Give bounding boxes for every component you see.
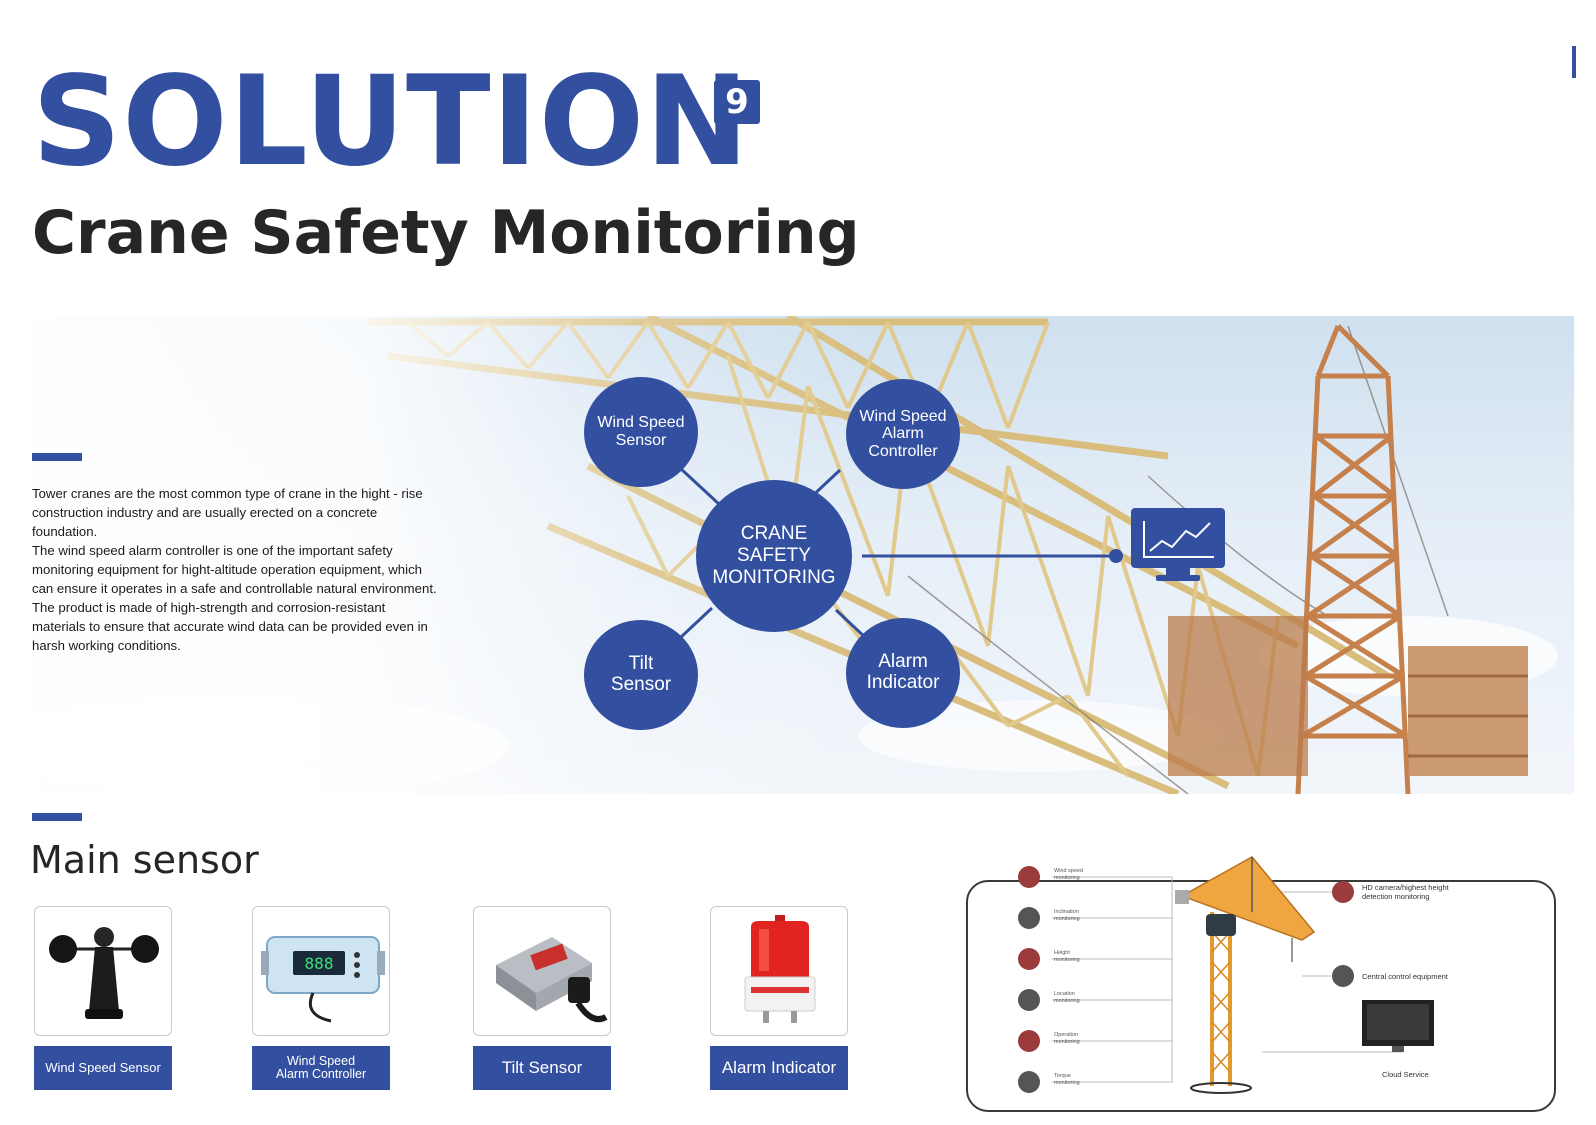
intro-accent-bar: [32, 453, 82, 461]
hub-node-tilt-sensor: Tilt Sensor: [584, 620, 698, 730]
solution-number-badge: 9: [714, 80, 760, 124]
diagram-label-wind-speed: Wind speed monitoring: [1054, 868, 1084, 881]
hub-node-wind-speed-alarm-controller: Wind Speed Alarm Controller: [846, 379, 960, 489]
diagram-label-location: Location monitoring: [1054, 991, 1080, 1004]
product-label-wind-speed-sensor: Wind Speed Sensor: [34, 1046, 172, 1090]
location-monitoring-icon: [1018, 989, 1040, 1011]
product-card-wind-speed-alarm-controller: 888: [252, 906, 390, 1036]
svg-text:888: 888: [305, 954, 334, 973]
product-card-wind-speed-sensor: [34, 906, 172, 1036]
brand-heading: SOLUTION 9: [32, 50, 792, 194]
product-label-tilt-sensor: Tilt Sensor: [473, 1046, 611, 1090]
central-control-icon: [1332, 965, 1354, 987]
connector-dot: [1109, 549, 1123, 563]
tower-crane-illustration: [1052, 856, 1434, 1094]
diagram-label-hd-camera: HD camera/highest height detection monit…: [1362, 883, 1449, 901]
diagram-label-torque: Torque monitoring: [1054, 1073, 1080, 1086]
product-label-alarm-indicator: Alarm Indicator: [710, 1046, 848, 1090]
intro-paragraph-3: The product is made of high-strength and…: [32, 600, 428, 653]
alarm-controller-icon: 888: [261, 936, 385, 1023]
inclination-monitoring-icon: [1018, 907, 1040, 929]
monitor-chart-icon: [1130, 507, 1226, 583]
product-card-tilt-sensor: [473, 906, 611, 1036]
hub-node-alarm-indicator: Alarm Indicator: [846, 618, 960, 728]
main-sensor-title: Main sensor: [30, 838, 259, 882]
operation-monitoring-icon: [1018, 1030, 1040, 1052]
diagram-label-operation: Operation monitoring: [1054, 1032, 1080, 1045]
diagram-label-cloud-service: Cloud Service: [1382, 1070, 1429, 1079]
diagram-label-inclination: Inclination monitoring: [1054, 909, 1080, 922]
torque-monitoring-icon: [1018, 1071, 1040, 1093]
warning-light-icon: [744, 915, 816, 1023]
intro-text: Tower cranes are the most common type of…: [32, 484, 442, 655]
hub-center-crane-safety-monitoring: CRANE SAFETY MONITORING: [696, 480, 852, 632]
product-card-alarm-indicator: [710, 906, 848, 1036]
intro-paragraph-2: The wind speed alarm controller is one o…: [32, 543, 437, 596]
tilt-sensor-icon: [496, 937, 608, 1023]
diagram-label-height: Height monitoring: [1054, 950, 1080, 963]
diagram-label-central-control: Central control equipment: [1362, 972, 1448, 981]
brand-word: SOLUTION: [32, 50, 750, 194]
main-sensor-accent-bar: [32, 813, 82, 821]
hub-node-wind-speed-sensor: Wind Speed Sensor: [584, 377, 698, 487]
product-label-wind-speed-alarm-controller: Wind Speed Alarm Controller: [252, 1046, 390, 1090]
intro-paragraph-1: Tower cranes are the most common type of…: [32, 486, 423, 539]
page-subtitle: Crane Safety Monitoring: [32, 198, 860, 268]
anemometer-icon: [49, 927, 159, 1019]
height-monitoring-icon: [1018, 948, 1040, 970]
hd-camera-icon: [1332, 881, 1354, 903]
wind-speed-monitoring-icon: [1018, 866, 1040, 888]
system-diagram: Wind speed monitoring Inclination monito…: [962, 852, 1560, 1116]
decorative-bar: [1572, 46, 1576, 78]
